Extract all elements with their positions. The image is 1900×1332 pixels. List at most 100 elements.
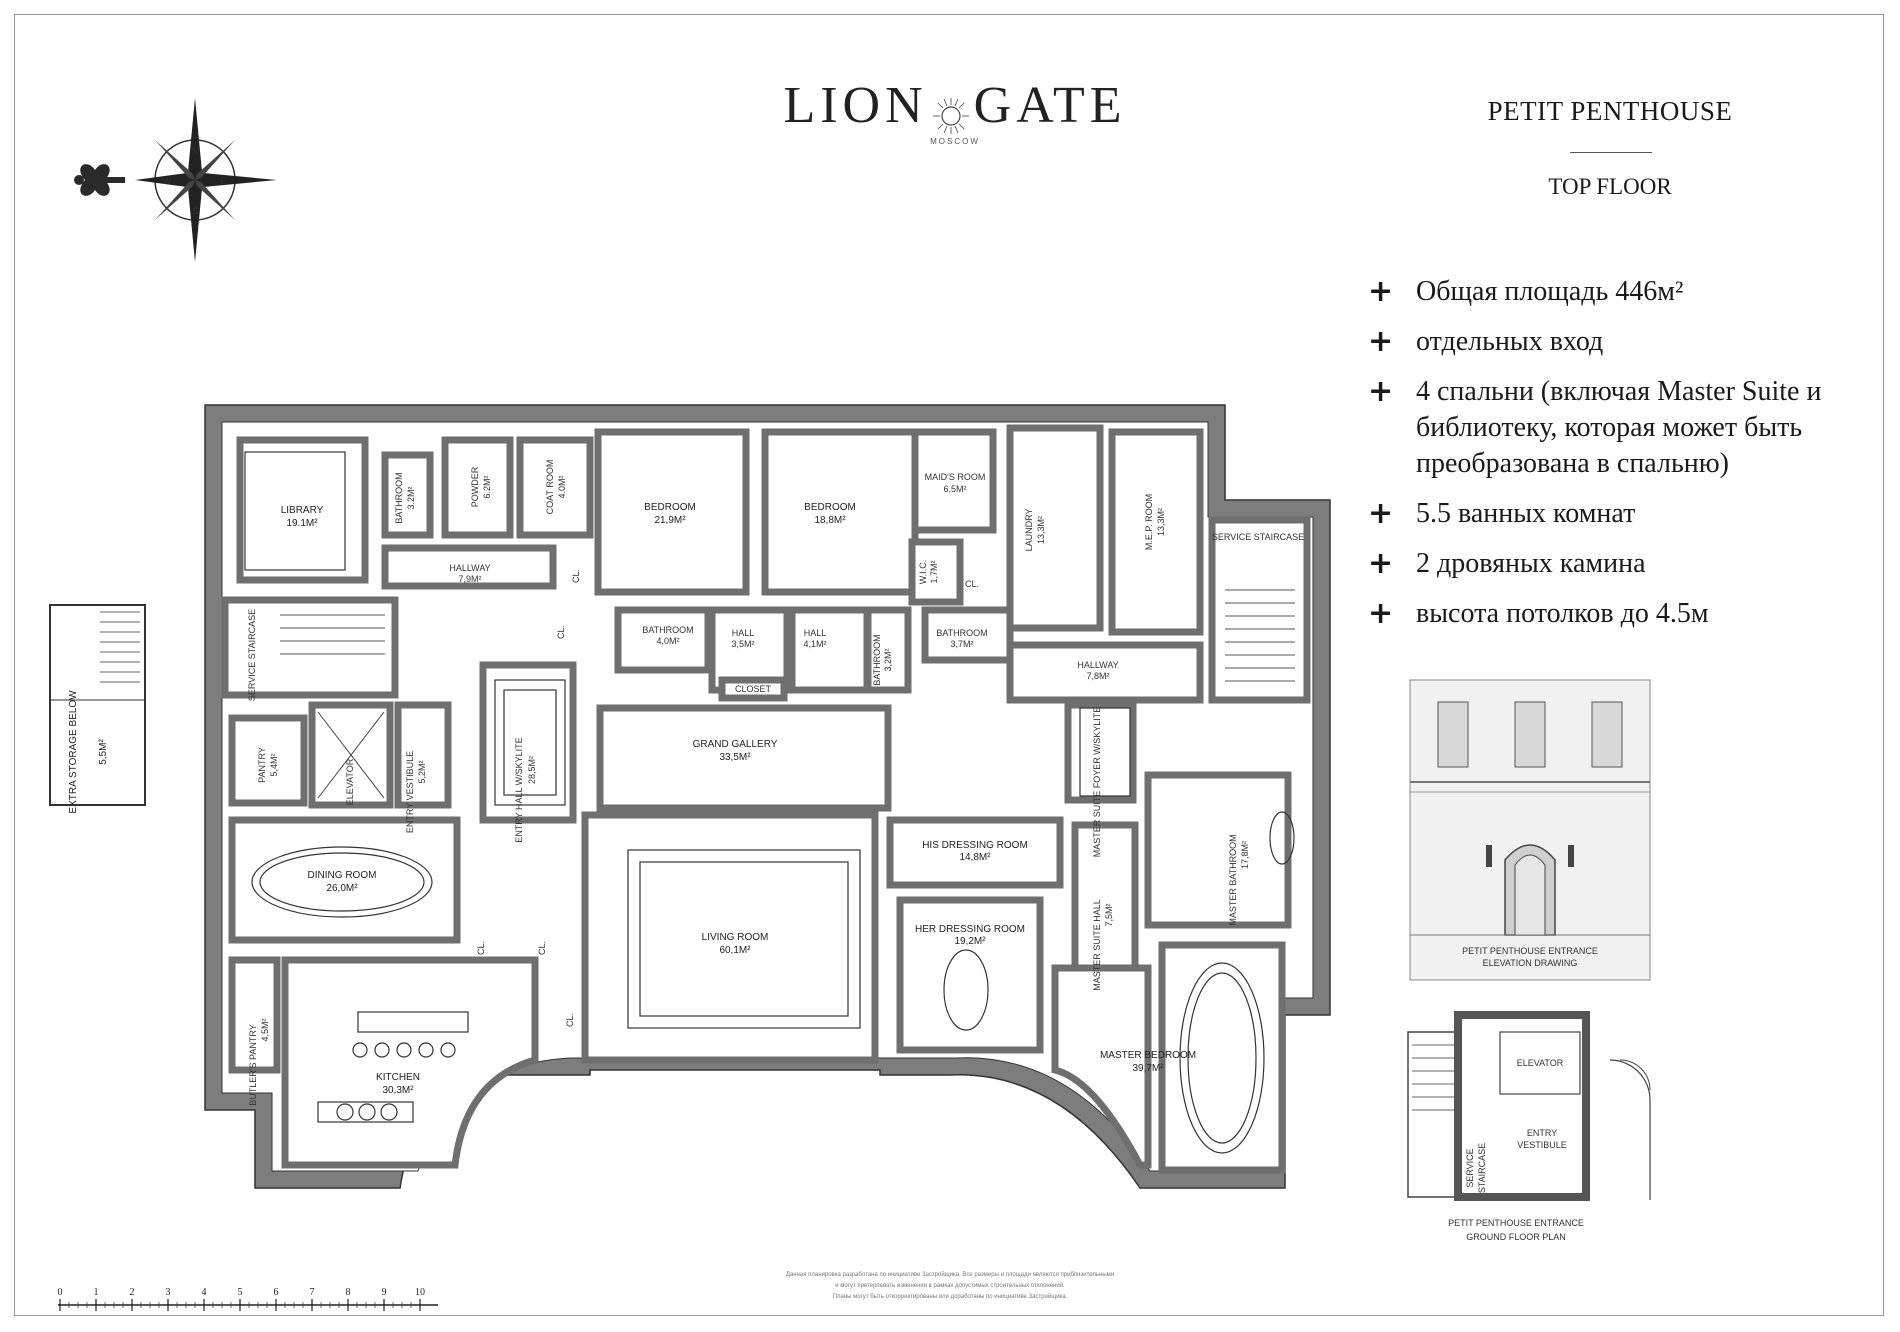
- scale-tick-label: 5: [238, 1287, 243, 1298]
- svg-text:LIBRARY: LIBRARY: [281, 505, 324, 516]
- svg-text:5,4M²: 5,4M²: [269, 753, 279, 776]
- svg-text:4,0M²: 4,0M²: [656, 636, 679, 646]
- features-list: +Общая площадь 446м² +отдельных вход +4 …: [1368, 274, 1888, 646]
- svg-text:ENTRY VESTIBULE: ENTRY VESTIBULE: [405, 751, 415, 833]
- svg-text:HALL: HALL: [804, 628, 827, 638]
- interior-walls: [221, 424, 1311, 1174]
- closet-label: CL.: [556, 625, 566, 639]
- compass-e: E: [220, 176, 226, 186]
- svg-text:CLOSET: CLOSET: [735, 684, 772, 694]
- staircase-hatching: [280, 589, 1295, 682]
- svg-text:7,8M²: 7,8M²: [1086, 671, 1109, 681]
- svg-text:4.0M²: 4.0M²: [557, 475, 567, 498]
- svg-text:HALL: HALL: [732, 628, 755, 638]
- svg-text:BATHROOM: BATHROOM: [936, 628, 987, 638]
- scale-tick-label: 6: [274, 1287, 279, 1298]
- svg-text:SERVICE: SERVICE: [1465, 1148, 1475, 1187]
- svg-text:MASTER SUITE FOYER W/SKYLITE: MASTER SUITE FOYER W/SKYLITE: [1092, 707, 1102, 858]
- brand-name-left: LION: [783, 77, 928, 134]
- feature-item: +Общая площадь 446м²: [1368, 274, 1684, 309]
- svg-text:26,0M²: 26,0M²: [326, 883, 358, 894]
- svg-text:PETIT PENTHOUSE ENTRANCE: PETIT PENTHOUSE ENTRANCE: [1462, 946, 1598, 956]
- svg-text:BUTLER'S PANTRY: BUTLER'S PANTRY: [248, 1024, 258, 1105]
- svg-text:3,7M²: 3,7M²: [950, 639, 973, 649]
- scale-tick-label: 8: [346, 1287, 351, 1298]
- svg-text:BEDROOM: BEDROOM: [644, 502, 696, 513]
- svg-text:GROUND FLOOR PLAN: GROUND FLOOR PLAN: [1466, 1232, 1566, 1242]
- compass-rose-icon: N E S W: [74, 98, 277, 262]
- elevator-shaft: [317, 711, 385, 799]
- fleur-de-lis-icon: [74, 164, 125, 196]
- svg-text:7,5M²: 7,5M²: [1104, 903, 1114, 926]
- feature-item: +высота потолков до 4.5м: [1368, 596, 1709, 631]
- sunburst-icon: [928, 90, 974, 135]
- svg-text:28,5M²: 28,5M²: [527, 756, 537, 784]
- svg-text:13,3M²: 13,3M²: [1156, 508, 1166, 536]
- svg-text:HIS DRESSING ROOM: HIS DRESSING ROOM: [922, 840, 1028, 851]
- scale-tick-label: 0: [58, 1287, 63, 1298]
- svg-text:VESTIBULE: VESTIBULE: [1517, 1140, 1567, 1150]
- svg-text:PETIT PENTHOUSE ENTRANCE: PETIT PENTHOUSE ENTRANCE: [1448, 1218, 1584, 1228]
- brand-city: MOSCOW: [930, 137, 980, 146]
- scale-bar: 0 1 2 3 4 5 6 7 8 9 10: [58, 1287, 438, 1311]
- feature-item: +4 спальни (включая Master Suite и библи…: [1368, 374, 1822, 479]
- svg-text:BATHROOM: BATHROOM: [394, 472, 404, 523]
- svg-text:6.2M²: 6.2M²: [482, 475, 492, 498]
- svg-text:BATHROOM: BATHROOM: [872, 634, 882, 685]
- title-divider: [1570, 152, 1652, 153]
- brand-name-right: GATE: [973, 77, 1127, 134]
- plus-icon: +: [1368, 324, 1394, 359]
- elevation-inset: PETIT PENTHOUSE ENTRANCE ELEVATION DRAWI…: [1409, 679, 1651, 981]
- svg-text:POWDER: POWDER: [470, 466, 480, 507]
- scale-tick-label: 3: [166, 1287, 171, 1298]
- svg-text:17,8M²: 17,8M²: [1240, 841, 1250, 869]
- svg-text:STAIRCASE: STAIRCASE: [1477, 1143, 1487, 1193]
- svg-text:DINING ROOM: DINING ROOM: [308, 870, 377, 881]
- scale-tick-label: 7: [310, 1287, 315, 1298]
- svg-text:3,5M²: 3,5M²: [731, 639, 754, 649]
- svg-text:COAT ROOM: COAT ROOM: [545, 460, 555, 515]
- svg-text:BATHROOM: BATHROOM: [642, 625, 693, 635]
- scale-tick-label: 10: [415, 1287, 425, 1298]
- svg-text:GRAND GALLERY: GRAND GALLERY: [693, 739, 778, 750]
- svg-text:4,1M²: 4,1M²: [803, 639, 826, 649]
- scale-tick-label: 2: [130, 1287, 135, 1298]
- scale-tick-label: 4: [202, 1287, 207, 1298]
- svg-text:BEDROOM: BEDROOM: [804, 502, 856, 513]
- feature-item: +2 дровяных камина: [1368, 546, 1646, 581]
- scale-tick-label: 9: [382, 1287, 387, 1298]
- scale-tick-label: 1: [94, 1287, 99, 1298]
- disclaimer-text: Данная планировка разработана по инициат…: [785, 1272, 1115, 1300]
- svg-text:HALLWAY: HALLWAY: [449, 563, 490, 573]
- svg-text:30,3M²: 30,3M²: [382, 1085, 414, 1096]
- feature-item: +отдельных вход: [1368, 324, 1604, 359]
- svg-text:33,5M²: 33,5M²: [719, 752, 751, 763]
- svg-text:W.I.C.: W.I.C.: [918, 560, 928, 585]
- svg-text:60,1M²: 60,1M²: [719, 945, 751, 956]
- svg-text:13,3M²: 13,3M²: [1036, 516, 1046, 544]
- plus-icon: +: [1368, 496, 1394, 531]
- svg-text:3.2M²: 3.2M²: [406, 486, 416, 509]
- svg-text:6,5M²: 6,5M²: [943, 484, 966, 494]
- svg-text:18,8M²: 18,8M²: [814, 515, 846, 526]
- svg-text:7,9M²: 7,9M²: [458, 574, 481, 584]
- plan-details: [244, 451, 1295, 1154]
- closet-label: CL.: [965, 579, 979, 589]
- svg-text:MAID'S ROOM: MAID'S ROOM: [925, 472, 986, 482]
- closet-label: CL.: [571, 569, 581, 583]
- svg-text:ELEVATION DRAWING: ELEVATION DRAWING: [1483, 958, 1578, 968]
- closet-label: CL.: [476, 941, 486, 955]
- svg-text:ELEVATOR: ELEVATOR: [345, 758, 355, 805]
- service-staircase-left-label: SERVICE STAIRCASE: [247, 609, 257, 701]
- plus-icon: +: [1368, 274, 1394, 309]
- extra-storage: EXTRA STORAGE BELOW 5,5M²: [49, 604, 146, 814]
- plus-icon: +: [1368, 374, 1394, 409]
- svg-text:ENTRY HALL W/SKYLITE: ENTRY HALL W/SKYLITE: [514, 737, 524, 842]
- svg-text:ENTRY: ENTRY: [1527, 1128, 1557, 1138]
- brand-logo: LION GATE MOSCOW: [775, 76, 1135, 146]
- svg-text:HALLWAY: HALLWAY: [1077, 660, 1118, 670]
- svg-text:5,2M²: 5,2M²: [417, 760, 427, 783]
- master-bedroom-curve: [1051, 964, 1152, 1169]
- unit-floor: TOP FLOOR: [1548, 174, 1672, 199]
